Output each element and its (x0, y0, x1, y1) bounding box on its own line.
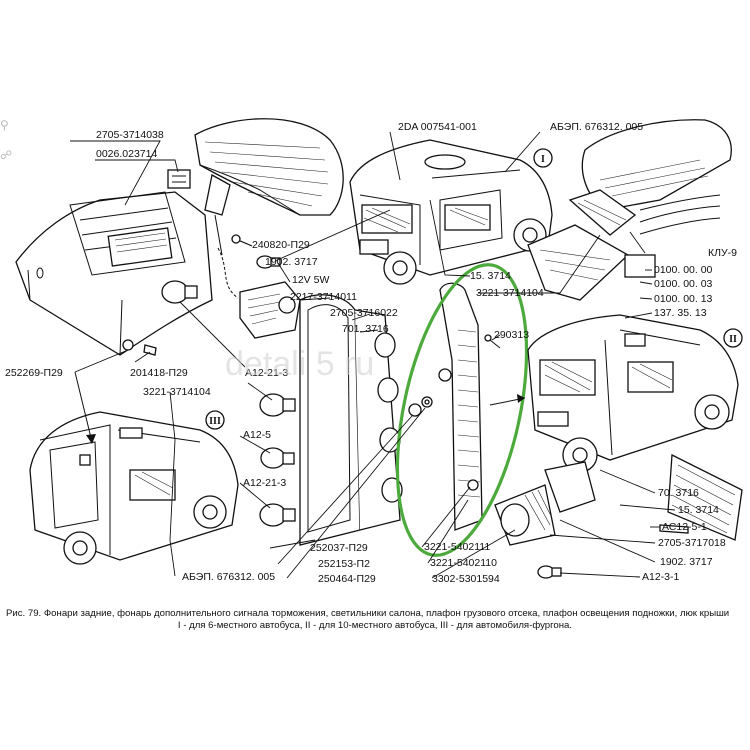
part-labels: 2705-3714038 0026.023714 2DA 007541-001 … (5, 121, 737, 585)
zoom-icon[interactable]: ⚲ (0, 118, 9, 132)
label-3221-3714104-right: 3221-3714104 (476, 287, 544, 299)
label-0100-00-00: 0100. 00. 00 (654, 264, 713, 276)
arrow-to-van-iii (74, 371, 93, 443)
wire-harness (217, 247, 239, 299)
roof-hatch-panel (15, 191, 213, 356)
bolt-290313 (489, 339, 501, 349)
bulb-a12-21-3-left (161, 280, 198, 304)
label-290313: 290313 (494, 329, 529, 341)
watermark: detali 5 ru (225, 345, 374, 383)
rear-lamp-housing (299, 294, 403, 546)
label-252269: 252269-П29 (5, 367, 63, 379)
caption-line-1: Рис. 79. Фонари задние, фонарь дополните… (6, 608, 730, 619)
label-0100-00-03: 0100. 00. 03 (654, 278, 713, 290)
label-70-3716: 70. 3716 (658, 487, 699, 499)
connector-small (167, 169, 191, 189)
label-ac12-5-1: АС12-5-1 (662, 521, 707, 533)
leader-lines (70, 131, 676, 579)
label-2705-3717018: 2705-3717018 (658, 537, 726, 549)
van-iii (29, 411, 239, 565)
label-klu-9: КЛУ-9 (708, 247, 737, 259)
bulb-a12-3-1 (537, 565, 562, 579)
label-a12-5: A12-5 (243, 429, 271, 441)
label-2705-3714038: 2705-3714038 (96, 129, 164, 141)
washer-252153 (408, 403, 422, 417)
label-252153: 252153-П2 (318, 558, 370, 570)
roman-numeral-ii: II (729, 334, 737, 345)
bulb-12v (256, 255, 281, 269)
label-252037: 252037-П29 (310, 542, 368, 554)
label-abep-top: АБЭП. 676312. 005 (550, 121, 643, 133)
label-2da-007541: 2DA 007541-001 (398, 121, 477, 133)
bulb-ac12 (659, 524, 689, 534)
bulb-a12-21-3-a (259, 393, 296, 417)
label-a12-21-3-top: A12-21-3 (245, 367, 288, 379)
label-abep-bottom: АБЭП. 676312. 005 (182, 571, 275, 583)
brake-light (194, 118, 344, 256)
roman-circle-iii (205, 410, 225, 430)
label-2217-3714011: 2217-3714011 (290, 291, 357, 303)
label-1902-3717-bottom: 1902. 3717 (660, 556, 713, 568)
label-250464: 250464-П29 (318, 573, 376, 585)
label-15-3714-bottom: 15. 3714 (678, 504, 719, 516)
screw-201418 (143, 344, 157, 356)
label-12v-5w: 12V 5W (292, 274, 329, 286)
label-201418: 201418-П29 (130, 367, 188, 379)
label-0100-00-13: 0100. 00. 13 (654, 293, 713, 305)
share-icon[interactable]: ☍ (0, 148, 13, 162)
figure-caption: Рис. 79. Фонари задние, фонарь дополните… (6, 608, 744, 632)
label-701-3716: 701. 3716 (342, 323, 389, 335)
label-0026-023714: 0026.023714 (96, 148, 157, 160)
door-pillar-trim (438, 282, 483, 531)
step-light-socket (494, 461, 596, 546)
lamp-socket-2217 (239, 281, 301, 339)
label-15-3714-top: 15. 3714 (470, 270, 511, 282)
step-light-lens (667, 453, 743, 541)
label-2705-3716022: 2705-3716022 (330, 307, 398, 319)
highlight-ellipse (395, 263, 529, 557)
connector-klu9 (624, 254, 656, 278)
washer-252269 (122, 339, 134, 351)
bus-ii (527, 314, 739, 473)
cargo-compartment-lamp (568, 119, 732, 236)
roman-circle-ii (723, 328, 743, 348)
roman-circle-i (533, 148, 553, 168)
label-a12-21-3-bottom: A12-21-3 (243, 477, 286, 489)
label-3221-5402110: 3221-5402110 (430, 557, 497, 569)
label-a12-3-1: A12-3-1 (642, 571, 680, 583)
roman-numeral-iii: III (209, 416, 221, 427)
bulb-a12-5 (260, 447, 295, 469)
label-3221-3714104-left: 3221-3714104 (143, 386, 211, 398)
roman-numeral-i: I (541, 154, 545, 165)
label-3221-5402111: 3221-5402111 (424, 541, 490, 553)
label-3302-5301594: 3302-5301594 (432, 573, 500, 585)
bulb-a12-21-3-b (259, 503, 296, 527)
label-1902-3717-top: 1902. 3717 (265, 256, 318, 268)
label-137-35-13: 137. 35. 13 (654, 307, 707, 319)
lamp-lens-frame (527, 224, 630, 301)
label-240820: 240820-П29 (252, 239, 310, 251)
caption-line-2: I - для 6-местного автобуса, II - для 10… (177, 620, 573, 631)
bus-i (349, 139, 553, 285)
